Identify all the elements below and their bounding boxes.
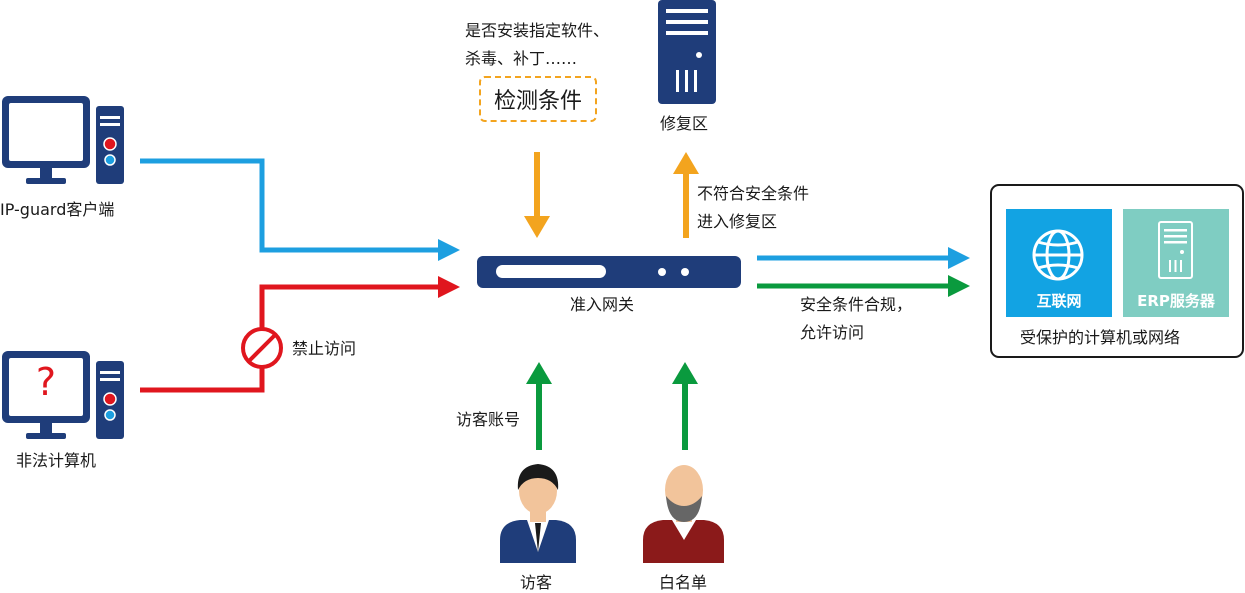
- question-mark-icon: ?: [35, 360, 57, 404]
- gateway-label: 准入网关: [570, 295, 635, 314]
- illegal-label: 非法计算机: [16, 451, 97, 470]
- guest-arrow: [526, 362, 552, 450]
- compliant-line1: 安全条件合规，: [800, 295, 913, 314]
- client-connection-line: [140, 158, 440, 253]
- forbid-label: 禁止访问: [292, 339, 357, 358]
- noncompliant-line1: 不符合安全条件: [697, 184, 810, 203]
- forbid-icon: [241, 327, 283, 369]
- gateway-device-icon: [477, 256, 741, 288]
- client-arrow-head: [438, 239, 460, 261]
- condition-desc-line1: 是否安装指定软件、: [465, 21, 610, 40]
- internet-label: 互联网: [1036, 292, 1082, 310]
- illegal-computer-icon: [2, 351, 124, 439]
- erp-server-icon: [1158, 221, 1193, 279]
- erp-label: ERP服务器: [1137, 292, 1215, 310]
- repair-server-icon: [658, 0, 716, 104]
- whitelist-label: 白名单: [659, 573, 708, 592]
- internet-tile: [1006, 209, 1112, 317]
- output-green-arrow-head: [948, 275, 970, 297]
- condition-box: 检测条件: [479, 76, 597, 122]
- output-blue-arrow-head: [948, 247, 970, 269]
- protected-label: 受保护的计算机或网络: [1020, 328, 1181, 347]
- repair-arrow: [673, 152, 699, 238]
- globe-icon: [1032, 229, 1084, 281]
- compliant-line2: 允许访问: [800, 323, 865, 342]
- noncompliant-line2: 进入修复区: [697, 212, 778, 231]
- client-computer-icon: [2, 96, 124, 184]
- guest-avatar-icon: [500, 464, 576, 563]
- guest-account-label: 访客账号: [456, 410, 521, 429]
- client-label: IP-guard客户端: [0, 200, 115, 219]
- whitelist-avatar-icon: [643, 465, 724, 563]
- guest-label: 访客: [520, 573, 553, 592]
- illegal-connection-line: [140, 284, 440, 393]
- condition-arrow: [524, 152, 550, 238]
- illegal-arrow-head: [438, 276, 460, 298]
- whitelist-arrow: [672, 362, 698, 450]
- condition-desc-line2: 杀毒、补丁……: [465, 49, 578, 68]
- repair-label: 修复区: [660, 114, 709, 133]
